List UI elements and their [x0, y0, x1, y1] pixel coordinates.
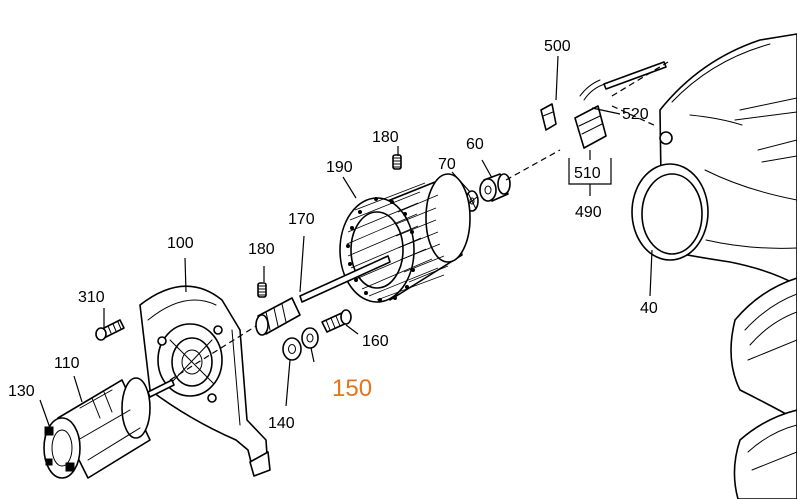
callout-190: 190	[326, 159, 353, 176]
callout-labels: 500 520 510 490 60 70 180 190 170 180 10…	[8, 38, 658, 432]
screw-part-180-left	[257, 282, 267, 298]
screw-part-180-top	[392, 154, 402, 170]
callout-490: 490	[575, 204, 602, 221]
callout-500: 500	[544, 38, 571, 55]
housing-lower-shell	[730, 277, 797, 499]
callout-140: 140	[268, 415, 295, 432]
callout-180-left: 180	[248, 241, 275, 258]
callout-130: 130	[8, 383, 35, 400]
bolt-part-160	[321, 309, 352, 333]
shaft-part-170	[255, 255, 391, 336]
callout-100: 100	[167, 235, 194, 252]
nut-part-140	[282, 337, 302, 361]
callout-170: 170	[288, 211, 315, 228]
leader-lines	[39, 55, 669, 429]
callout-40: 40	[640, 300, 658, 317]
callout-60: 60	[466, 136, 484, 153]
nut-part-150	[301, 327, 319, 349]
motor-bracket-part-100	[139, 285, 271, 477]
motor-cap-part-130	[43, 417, 81, 479]
callout-70: 70	[438, 156, 456, 173]
screw-part-310	[95, 319, 125, 341]
fan-wheel-part-190	[339, 173, 471, 303]
callout-150-highlighted: 150	[332, 375, 372, 402]
callout-180-top: 180	[372, 129, 399, 146]
fan-hub-part-60	[479, 173, 511, 202]
callout-110: 110	[54, 355, 80, 372]
motor-part-110	[57, 377, 175, 479]
callout-160: 160	[362, 333, 389, 350]
callout-520: 520	[622, 106, 649, 123]
callout-510: 510	[574, 165, 601, 182]
callout-310: 310	[78, 289, 105, 306]
housing-part-40	[631, 33, 797, 286]
switch-assembly	[540, 61, 667, 149]
